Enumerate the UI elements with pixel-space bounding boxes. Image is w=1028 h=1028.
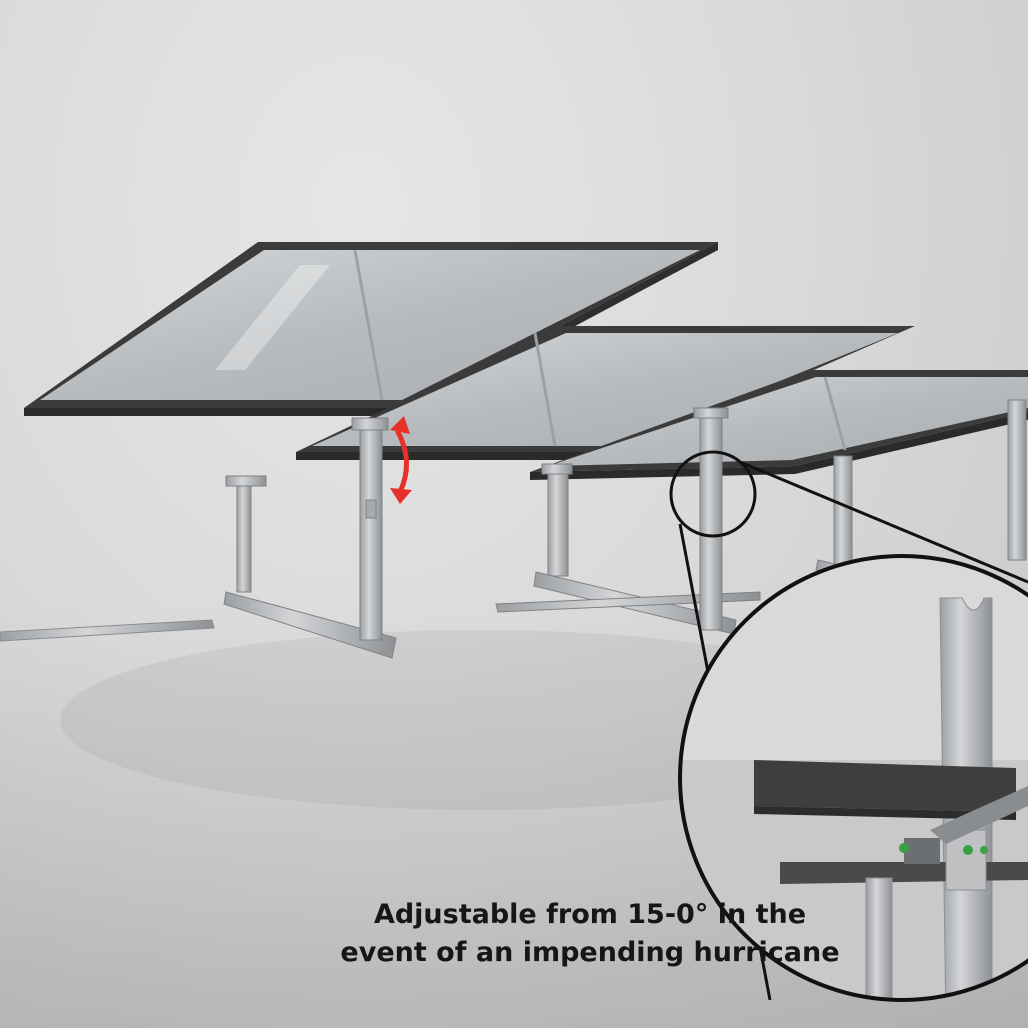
caption-line-2: event of an impending hurricane: [340, 937, 840, 968]
support-frame-front: [351, 417, 389, 641]
tilt-adjust-arrow: [390, 416, 412, 504]
zoom-ring: [678, 554, 1028, 1002]
support-frame-left: [223, 475, 397, 659]
loose-rail: [0, 619, 215, 642]
caption-line-1: Adjustable from 15-0° in the: [373, 899, 807, 930]
solar-panel-back: [530, 370, 1028, 480]
caption: Adjustable from 15-0° in the event of an…: [330, 896, 850, 972]
